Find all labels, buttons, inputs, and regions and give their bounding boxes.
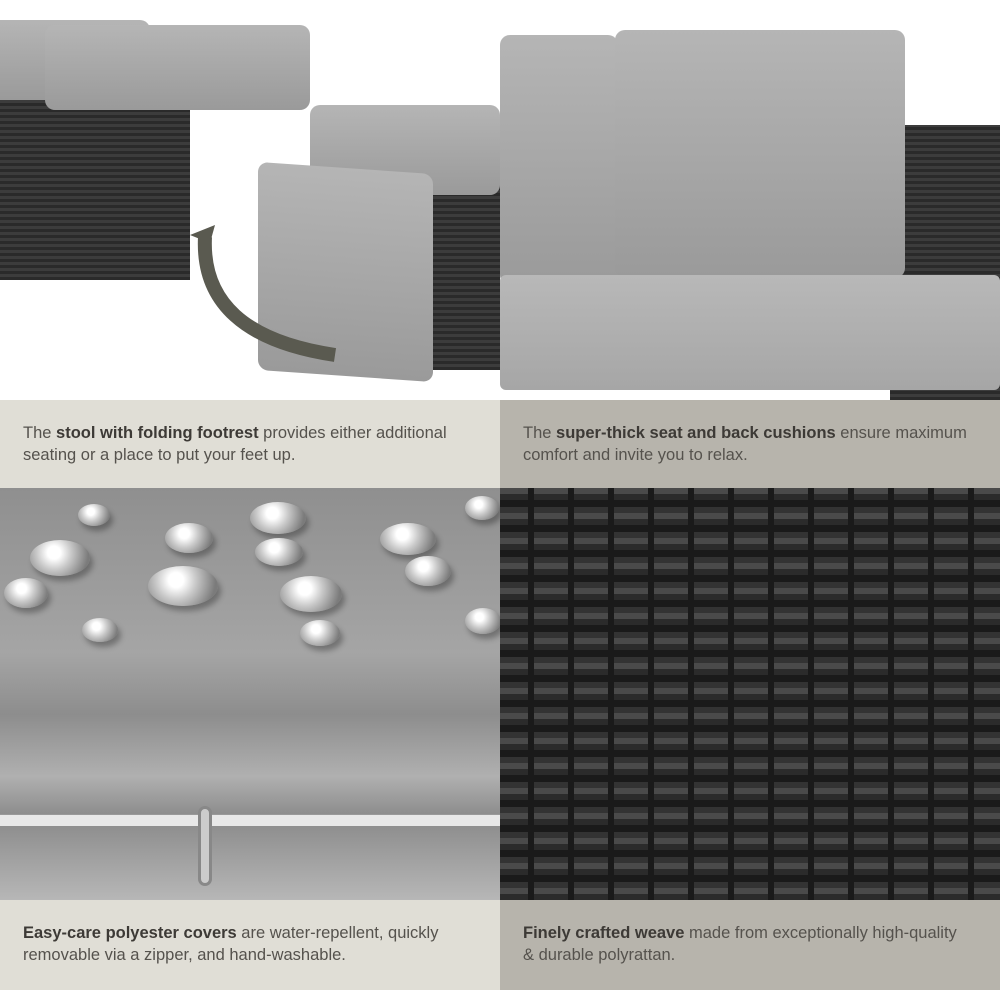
polyrattan-weave-closeup-photo: [500, 488, 1000, 900]
water-repellent-cover-zipper-photo: [0, 488, 500, 900]
caption-highlight: Finely crafted weave: [523, 924, 685, 942]
caption-text: are water-repellent, quickly removable v…: [23, 924, 439, 964]
caption-covers: Easy-care polyester covers are water-rep…: [0, 900, 500, 990]
caption-text: ensure maximum comfort and invite you to…: [523, 424, 967, 464]
curved-arrow-icon: [190, 225, 337, 362]
zipper-pull-icon: [198, 806, 212, 886]
caption-highlight: Easy-care polyester covers: [23, 924, 237, 942]
caption-text: made from exceptionally high-quality & d…: [523, 924, 957, 964]
seat-and-back-cushions-photo: [500, 0, 1000, 400]
caption-text: provides either additional seating or a …: [23, 424, 447, 464]
stool-with-folding-footrest-photo: [0, 0, 500, 400]
caption-text: The: [523, 424, 557, 442]
caption-highlight: super-thick seat and back cushions: [556, 424, 836, 442]
caption-text: The: [23, 424, 57, 442]
caption-cushions: The super-thick seat and back cushions e…: [500, 400, 1000, 488]
caption-weave: Finely crafted weave made from exception…: [500, 900, 1000, 990]
caption-highlight: stool with folding footrest: [56, 424, 259, 442]
caption-stool: The stool with folding footrest provides…: [0, 400, 500, 488]
